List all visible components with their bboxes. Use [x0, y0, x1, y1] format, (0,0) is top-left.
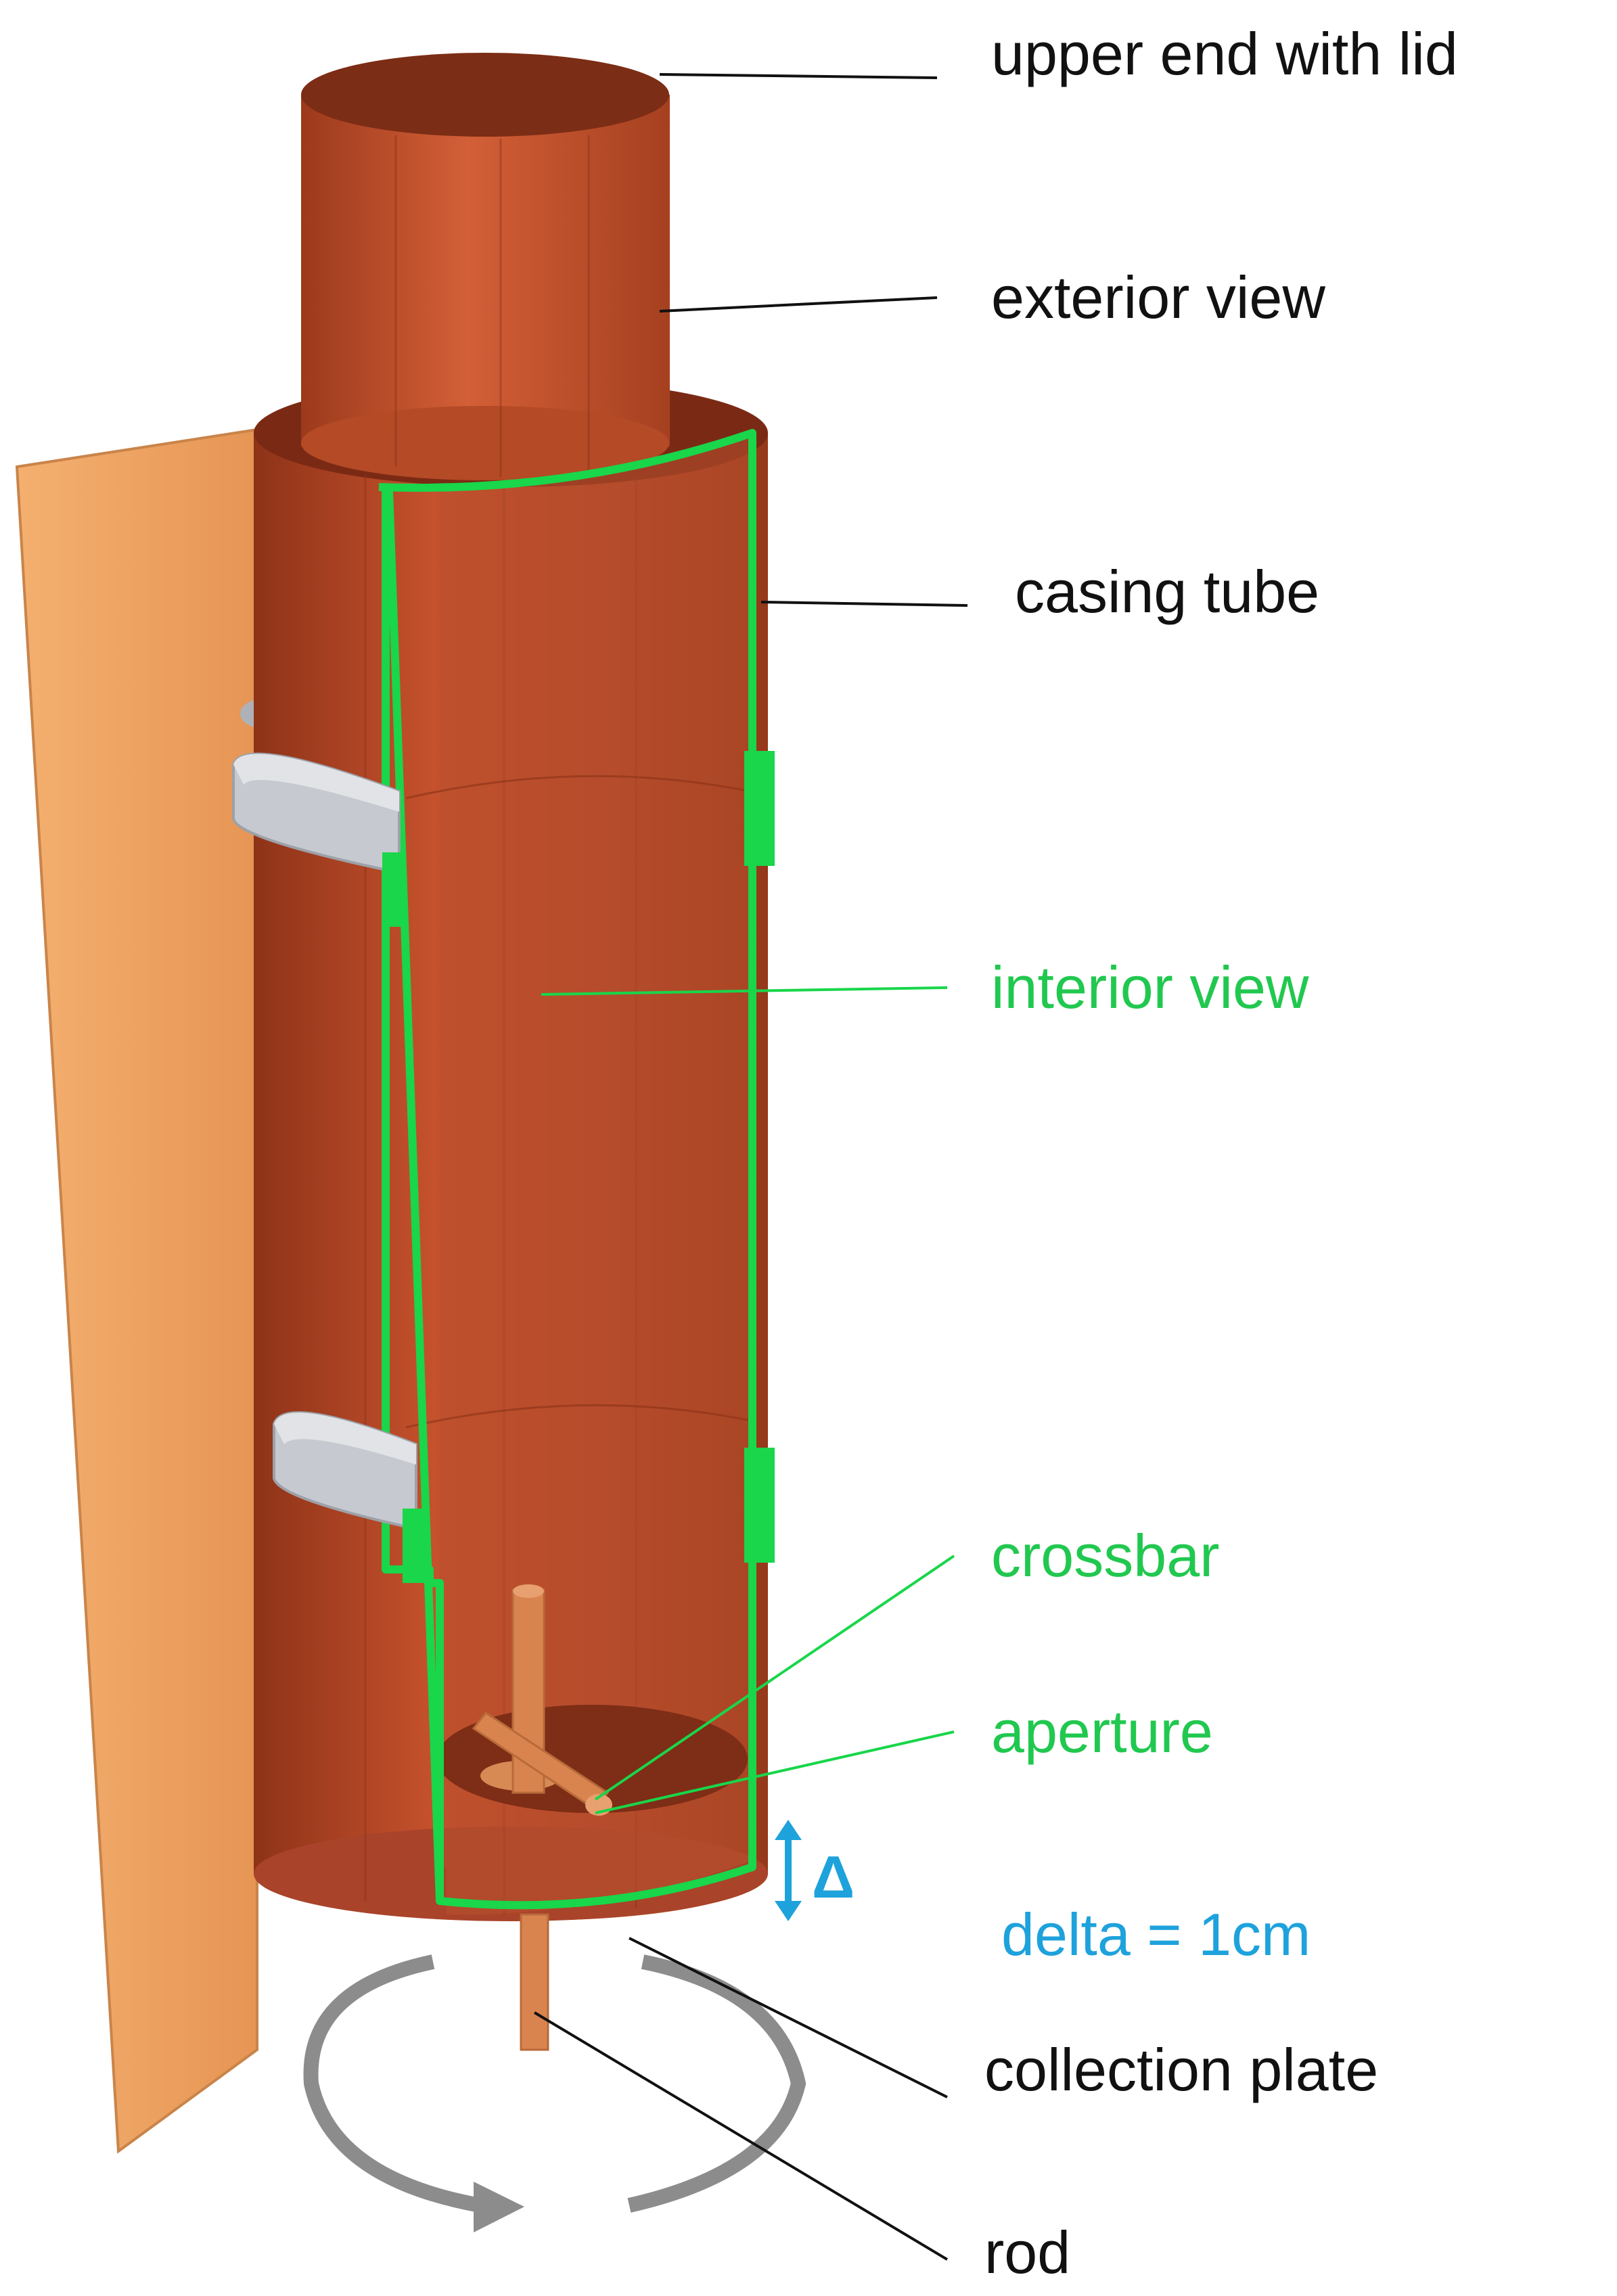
upper-end-top — [301, 53, 669, 137]
delta-arrow-up — [775, 1820, 802, 1840]
rotation-arrowhead — [474, 2182, 524, 2232]
label-exterior-view: exterior view — [991, 264, 1325, 331]
label-delta-symbol: Δ — [812, 1843, 855, 1910]
label-crossbar: crossbar — [991, 1522, 1219, 1589]
label-casing-tube: casing tube — [1015, 558, 1319, 625]
lower-clamp-green-tab — [403, 1509, 426, 1583]
upper-end-body — [301, 95, 670, 446]
label-aperture: aperture — [991, 1698, 1213, 1765]
interior-cutaway — [386, 433, 752, 1915]
cutaway-outline — [378, 429, 756, 1910]
right-clamp-tab-upper — [744, 751, 775, 866]
label-delta-value: delta = 1cm — [1001, 1901, 1311, 1968]
label-interior-view: interior view — [991, 954, 1309, 1021]
label-collection-plate: collection plate — [984, 2036, 1378, 2103]
rod — [520, 1913, 549, 2051]
upper-clamp-green-tab — [382, 852, 406, 927]
rotation-arrow — [303, 1954, 806, 2213]
leader-lines — [533, 73, 968, 2261]
right-clamp-tab-lower — [744, 1448, 775, 1563]
mounting-board — [15, 428, 258, 2154]
upper-end-bottom — [301, 406, 669, 480]
crossbar-shaft-top — [513, 1584, 544, 1598]
label-rod: rod — [984, 2219, 1070, 2286]
interior-inner-arcs — [405, 775, 752, 1429]
delta-arrow-down — [775, 1901, 802, 1921]
label-upper-end: upper end with lid — [991, 20, 1458, 87]
cutaway-left-edge — [385, 490, 444, 1902]
upper-clamp-top — [233, 754, 399, 812]
lower-clamp-top — [274, 1413, 416, 1465]
